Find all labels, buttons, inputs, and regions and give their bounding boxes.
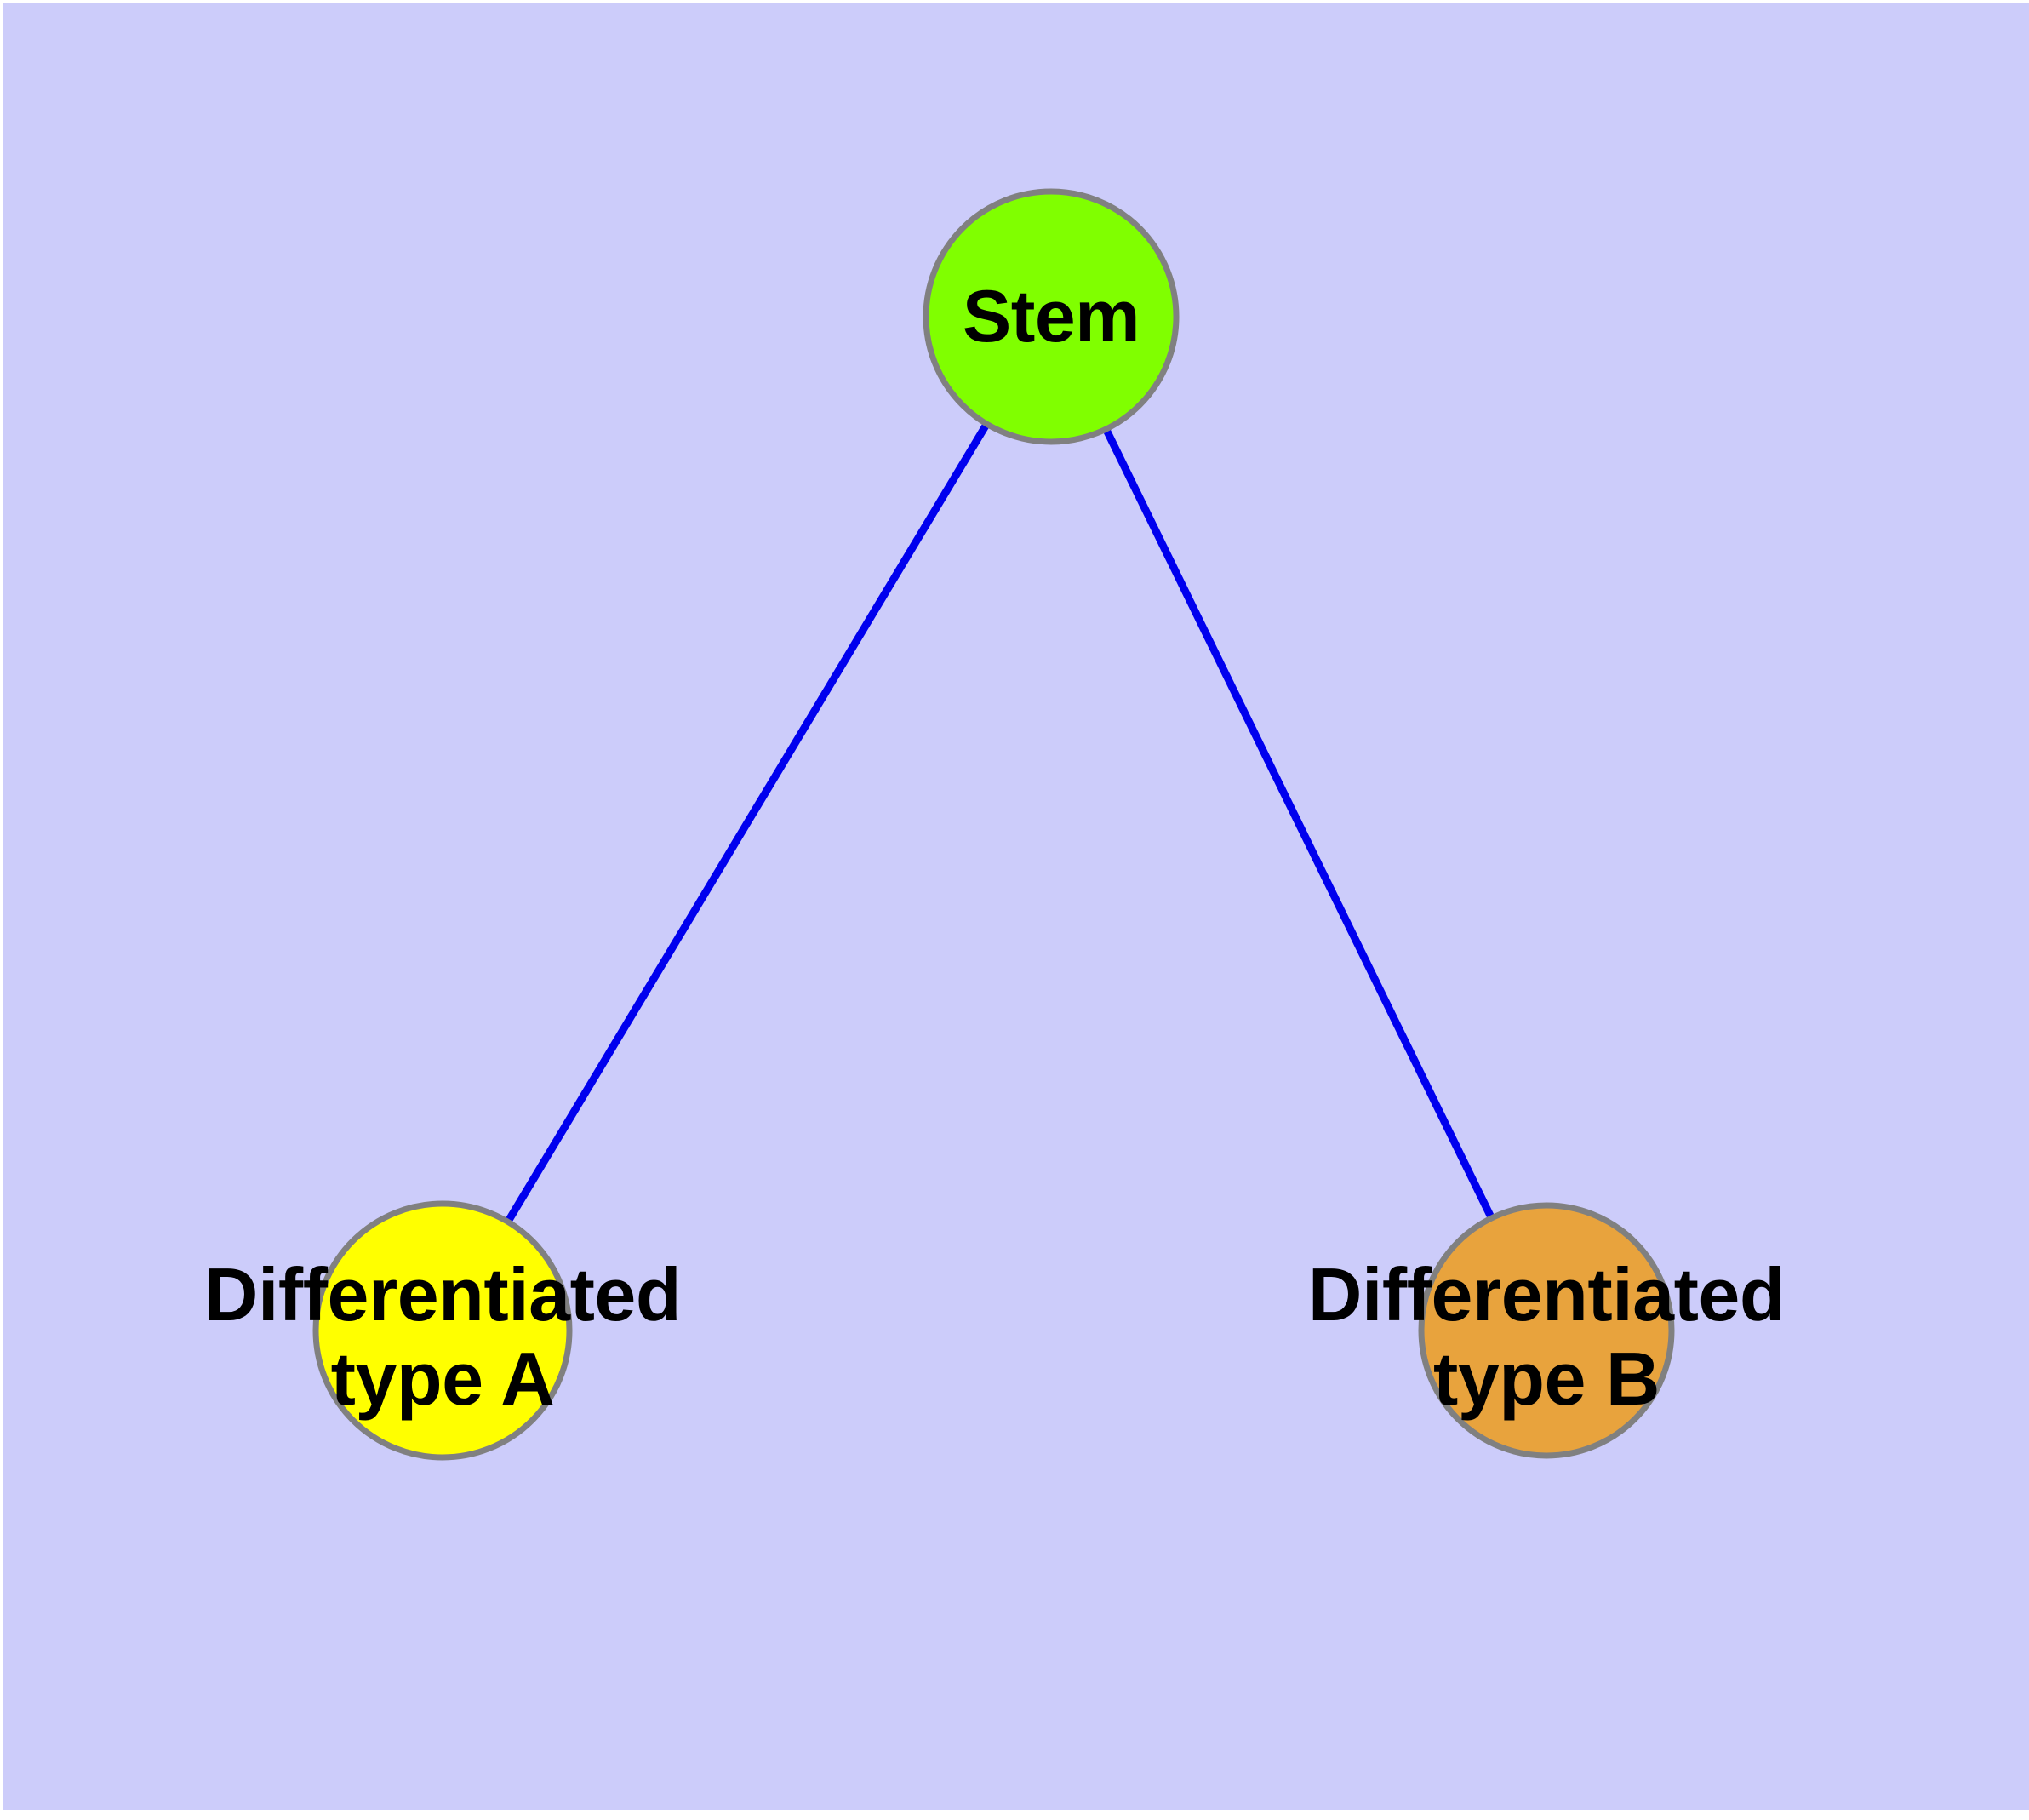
node-label-differentiated-type-b: Differentiated type B — [1206, 1252, 1887, 1421]
node-layer — [312, 188, 1675, 1461]
node-circle-differentiated-type-b[interactable] — [1418, 1202, 1675, 1459]
node-circle-stem[interactable] — [923, 188, 1180, 445]
node-label-line2-type-a: type A — [330, 1336, 555, 1421]
edge-layer — [439, 314, 1551, 1333]
node-label-line1-type-b: Differentiated — [1307, 1252, 1786, 1336]
node-label-line2-type-b: type B — [1433, 1336, 1660, 1421]
edge-stem-to-type-a — [439, 314, 1055, 1333]
node-label-differentiated-type-a: Differentiated type A — [102, 1252, 783, 1421]
node-circle-differentiated-type-a[interactable] — [312, 1200, 573, 1461]
node-label-line1-type-a: Differentiated — [203, 1252, 682, 1336]
edge-stem-to-type-b — [1047, 315, 1551, 1332]
